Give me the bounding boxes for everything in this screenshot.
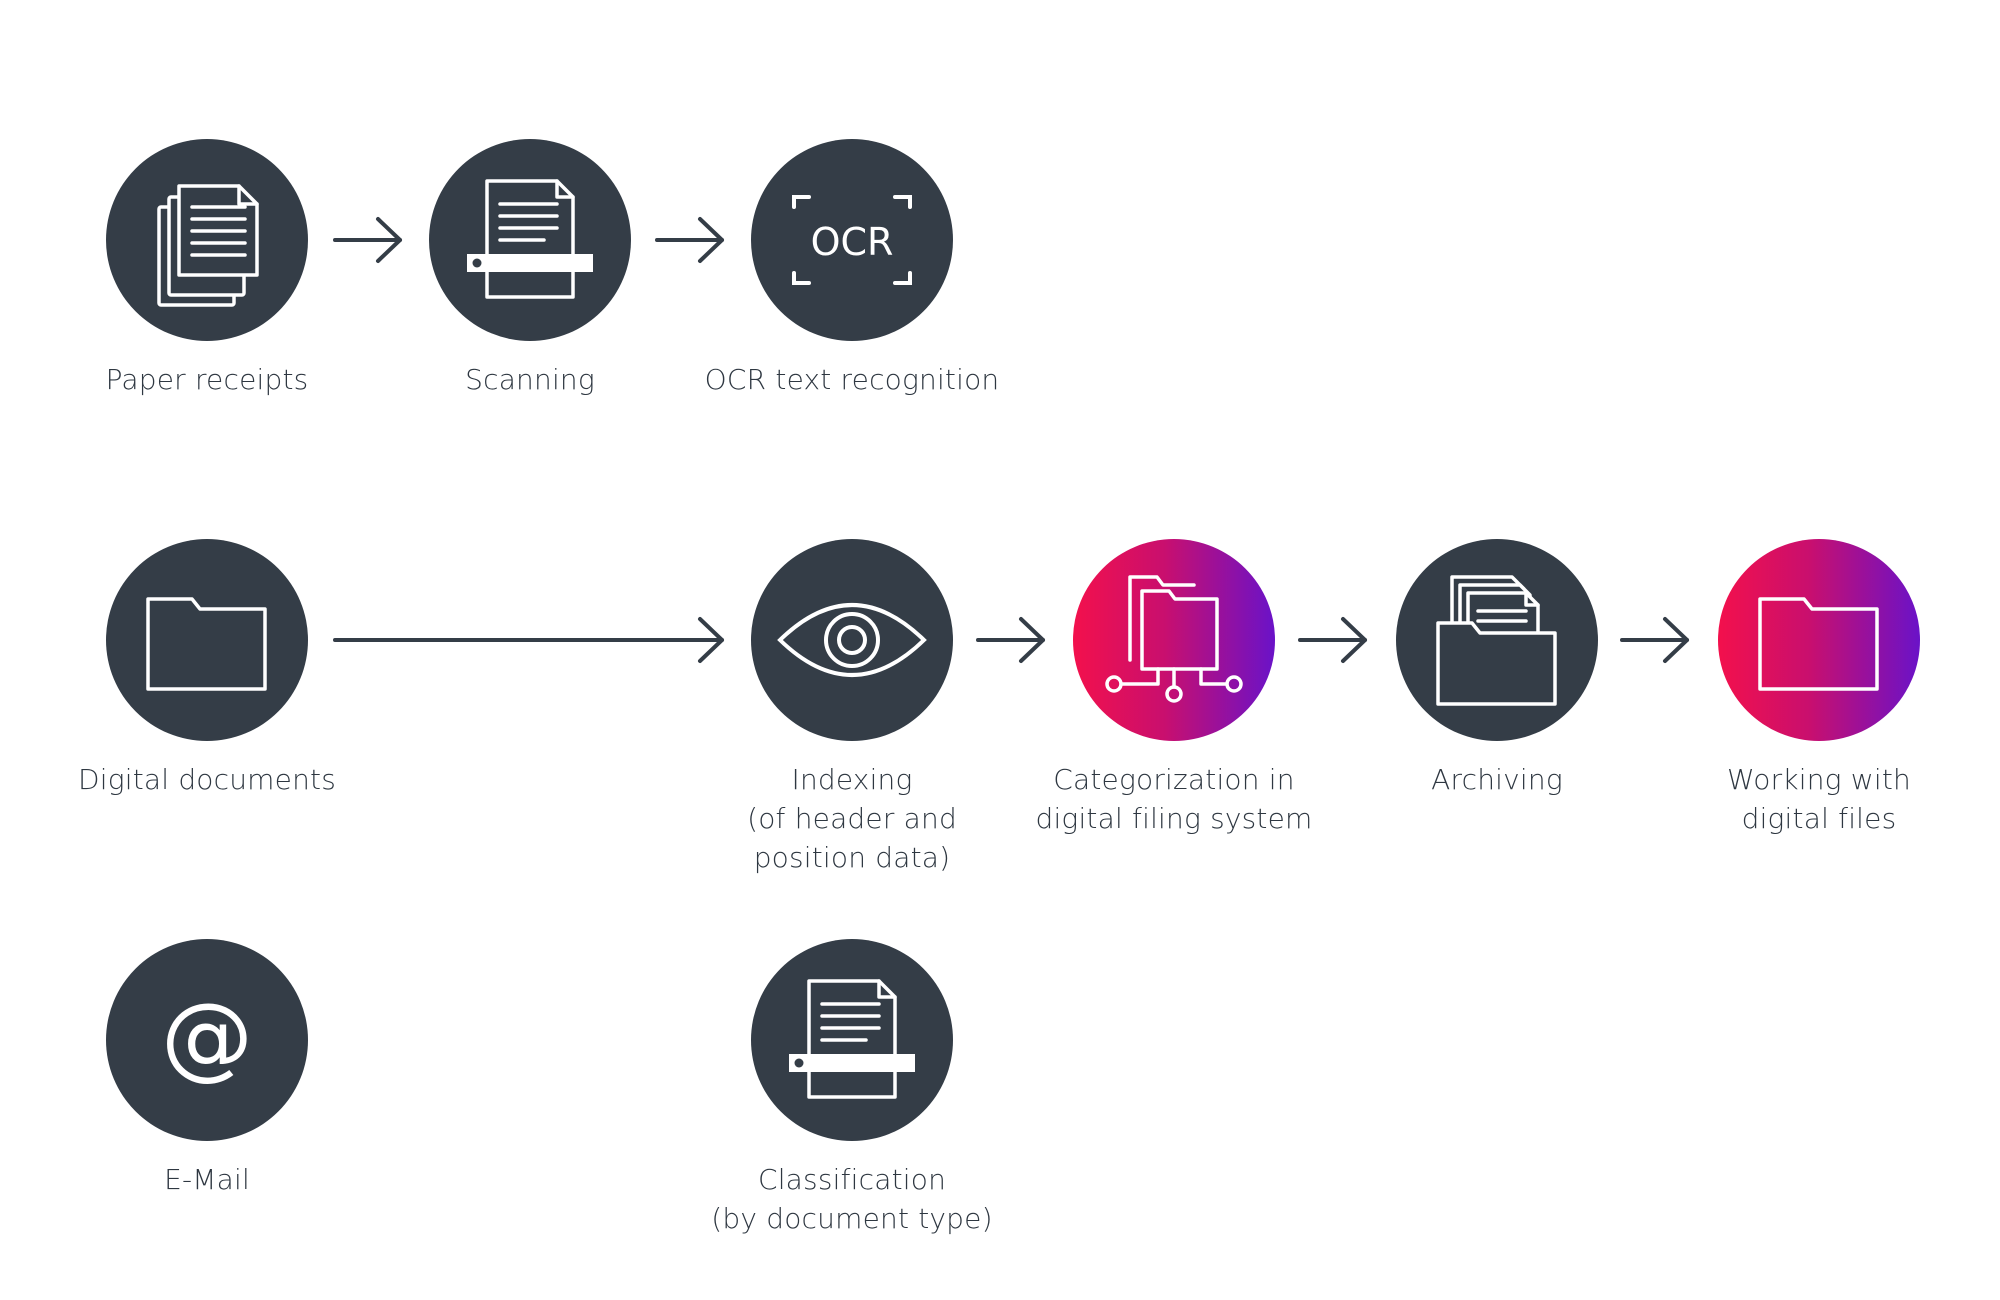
ocr-icon-text: OCR: [811, 220, 894, 264]
folder-icon: [1758, 597, 1879, 691]
label-paper-receipts: Paper receipts: [37, 360, 377, 399]
node-archiving: [1396, 539, 1598, 741]
label-line: Classification: [757, 1163, 947, 1196]
folder-network-icon: [1105, 575, 1243, 703]
arrow-digital-to-indexing: [333, 617, 724, 663]
label-archiving: Archiving: [1327, 760, 1667, 799]
node-ocr: OCR: [751, 139, 953, 341]
label-scanning: Scanning: [360, 360, 700, 399]
label-line: Categorization in: [1053, 763, 1295, 796]
paper-stack-icon: [157, 184, 259, 307]
eye-icon: [777, 603, 927, 677]
arrow-categorization-to-archiving: [1298, 617, 1367, 663]
node-email: @: [106, 939, 308, 1141]
label-categorization: Categorization in digital filing system: [1004, 760, 1344, 838]
label-line: Archiving: [1431, 763, 1563, 796]
at-sign-icon-text: @: [161, 983, 253, 1090]
label-line: Indexing: [791, 763, 913, 796]
label-line: Working with: [1727, 763, 1911, 796]
arrow-scanning-to-ocr: [655, 217, 724, 263]
arrow-indexing-to-categorization: [976, 617, 1045, 663]
node-digital-documents: [106, 539, 308, 741]
arrow-paper-to-scanning: [333, 217, 402, 263]
label-digital-documents: Digital documents: [37, 760, 377, 799]
label-line: Scanning: [465, 363, 595, 396]
node-scanning: [429, 139, 631, 341]
node-indexing: [751, 539, 953, 741]
label-email: E-Mail: [37, 1160, 377, 1199]
at-sign-icon: @: [161, 983, 253, 1090]
node-working: [1718, 539, 1920, 741]
archive-folder-icon: [1436, 575, 1557, 706]
label-line: position data): [753, 841, 951, 874]
node-classification: [751, 939, 953, 1141]
label-line: digital filing system: [1035, 802, 1313, 835]
label-line: (of header and: [747, 802, 957, 835]
label-line: E-Mail: [164, 1163, 250, 1196]
label-line: (by document type): [711, 1202, 993, 1235]
scanner-icon: [789, 979, 915, 1099]
arrow-archiving-to-working: [1620, 617, 1689, 663]
label-indexing: Indexing (of header and position data): [682, 760, 1022, 877]
label-ocr: OCR text recognition: [682, 360, 1022, 399]
label-line: Digital documents: [78, 763, 336, 796]
label-working: Working with digital files: [1649, 760, 1989, 838]
node-paper-receipts: [106, 139, 308, 341]
node-categorization: [1073, 539, 1275, 741]
scanner-icon: [467, 179, 593, 299]
folder-icon: [146, 597, 267, 691]
label-line: OCR text recognition: [704, 363, 1000, 396]
ocr-icon: OCR: [792, 195, 912, 285]
label-line: digital files: [1741, 802, 1897, 835]
label-line: Paper receipts: [105, 363, 309, 396]
label-classification: Classification (by document type): [682, 1160, 1022, 1238]
